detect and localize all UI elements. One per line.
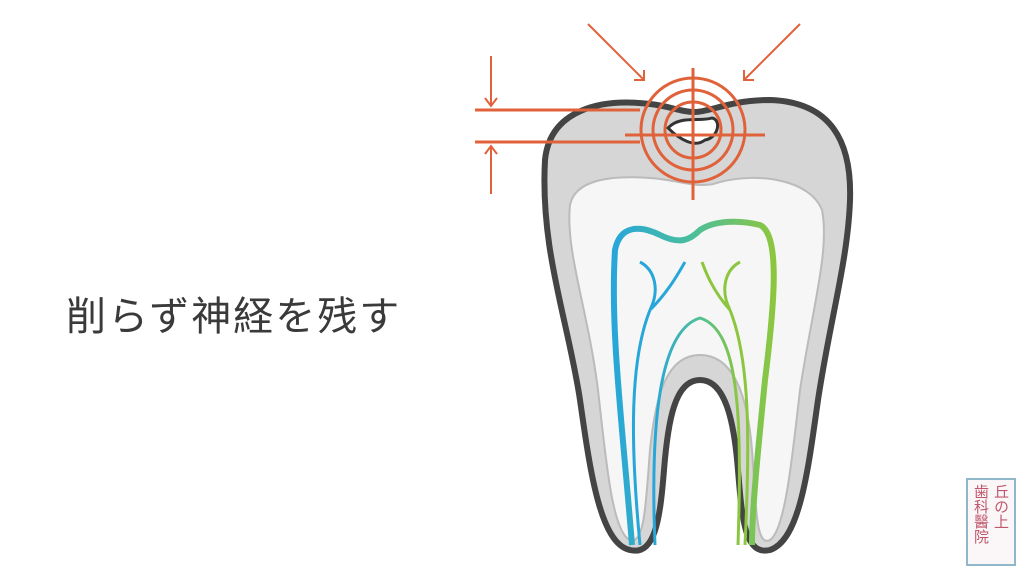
nerve-center	[652, 316, 741, 546]
logo-line1: 丘の上	[992, 484, 1010, 529]
logo-line2: 歯科醫院	[972, 484, 990, 544]
caption-text: 削らず神経を残す	[66, 294, 402, 340]
target-icon	[475, 68, 765, 200]
clinic-logo: 丘の上 歯科醫院	[966, 478, 1016, 566]
measure-arrows-icon	[484, 23, 801, 194]
pulp-outline	[610, 218, 777, 546]
nerve-right	[700, 260, 750, 546]
nerve-left	[631, 260, 687, 546]
